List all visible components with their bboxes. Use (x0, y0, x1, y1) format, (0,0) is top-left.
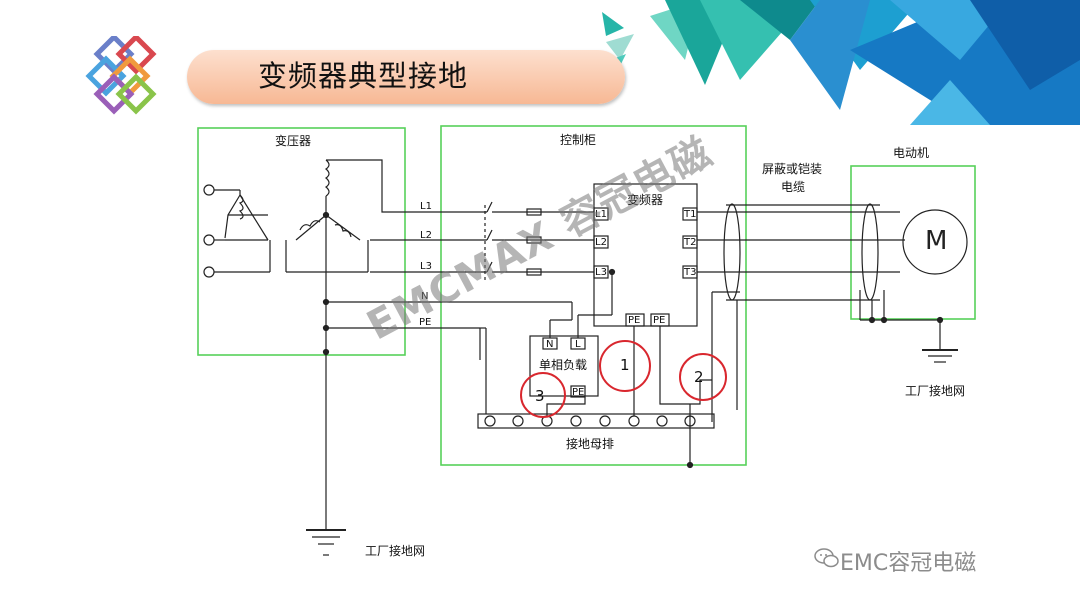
line-n-label: N (421, 291, 429, 302)
marker-2 (679, 353, 727, 401)
inverter-out-t3: T3 (684, 267, 697, 278)
transformer-box (197, 127, 406, 356)
marker-1 (599, 340, 651, 392)
cable-label-1: 屏蔽或铠装 (762, 162, 823, 176)
marker-1-label: 1 (620, 356, 630, 374)
line-l1-label: L1 (420, 201, 432, 212)
inverter-pe-1: PE (628, 315, 641, 326)
load-pe: PE (572, 387, 585, 398)
ground-right-label: 工厂接地网 (905, 384, 966, 398)
footer-brand: EMC容冠电磁 (840, 551, 977, 576)
ground-left-label: 工厂接地网 (365, 544, 426, 558)
title-banner (187, 50, 625, 104)
inverter-out-t2: T2 (684, 237, 697, 248)
inverter-in-l2: L2 (595, 237, 607, 248)
marker-2-label: 2 (694, 368, 704, 386)
breakers (484, 201, 594, 282)
line-pe-label: PE (419, 317, 432, 328)
motor-icon (902, 209, 968, 275)
motor-box-label: 电动机 (893, 146, 930, 160)
inverter-label: 变频器 (627, 193, 664, 207)
corner-decoration (602, 0, 1080, 125)
line-l2-label: L2 (420, 230, 432, 241)
motor-symbol: M (925, 226, 948, 256)
ground-busbar (477, 413, 715, 429)
logo-icon (85, 36, 157, 115)
load-n: N (546, 339, 554, 350)
marker-3 (520, 372, 566, 418)
cabinet-label: 控制柜 (560, 133, 597, 147)
cabinet-box (440, 125, 747, 466)
inverter-in-l1: L1 (595, 209, 607, 220)
inverter-out-t1: T1 (684, 209, 697, 220)
wechat-icon (814, 548, 839, 568)
motor-box (850, 165, 976, 320)
load-label: 单相负载 (539, 358, 588, 372)
transformer-label: 变压器 (275, 134, 312, 148)
busbar-label: 接地母排 (566, 437, 615, 451)
marker-3-label: 3 (535, 387, 545, 405)
slide-title: 变频器典型接地 (258, 59, 469, 93)
load-l: L (575, 339, 581, 350)
transformer-secondary (285, 159, 369, 273)
cable-label-2: 电缆 (781, 180, 806, 194)
inverter-in-l3: L3 (595, 267, 607, 278)
inverter-pe-2: PE (653, 315, 666, 326)
inverter-box (593, 183, 698, 327)
line-l3-label: L3 (420, 261, 432, 272)
transformer-primary (203, 184, 271, 278)
